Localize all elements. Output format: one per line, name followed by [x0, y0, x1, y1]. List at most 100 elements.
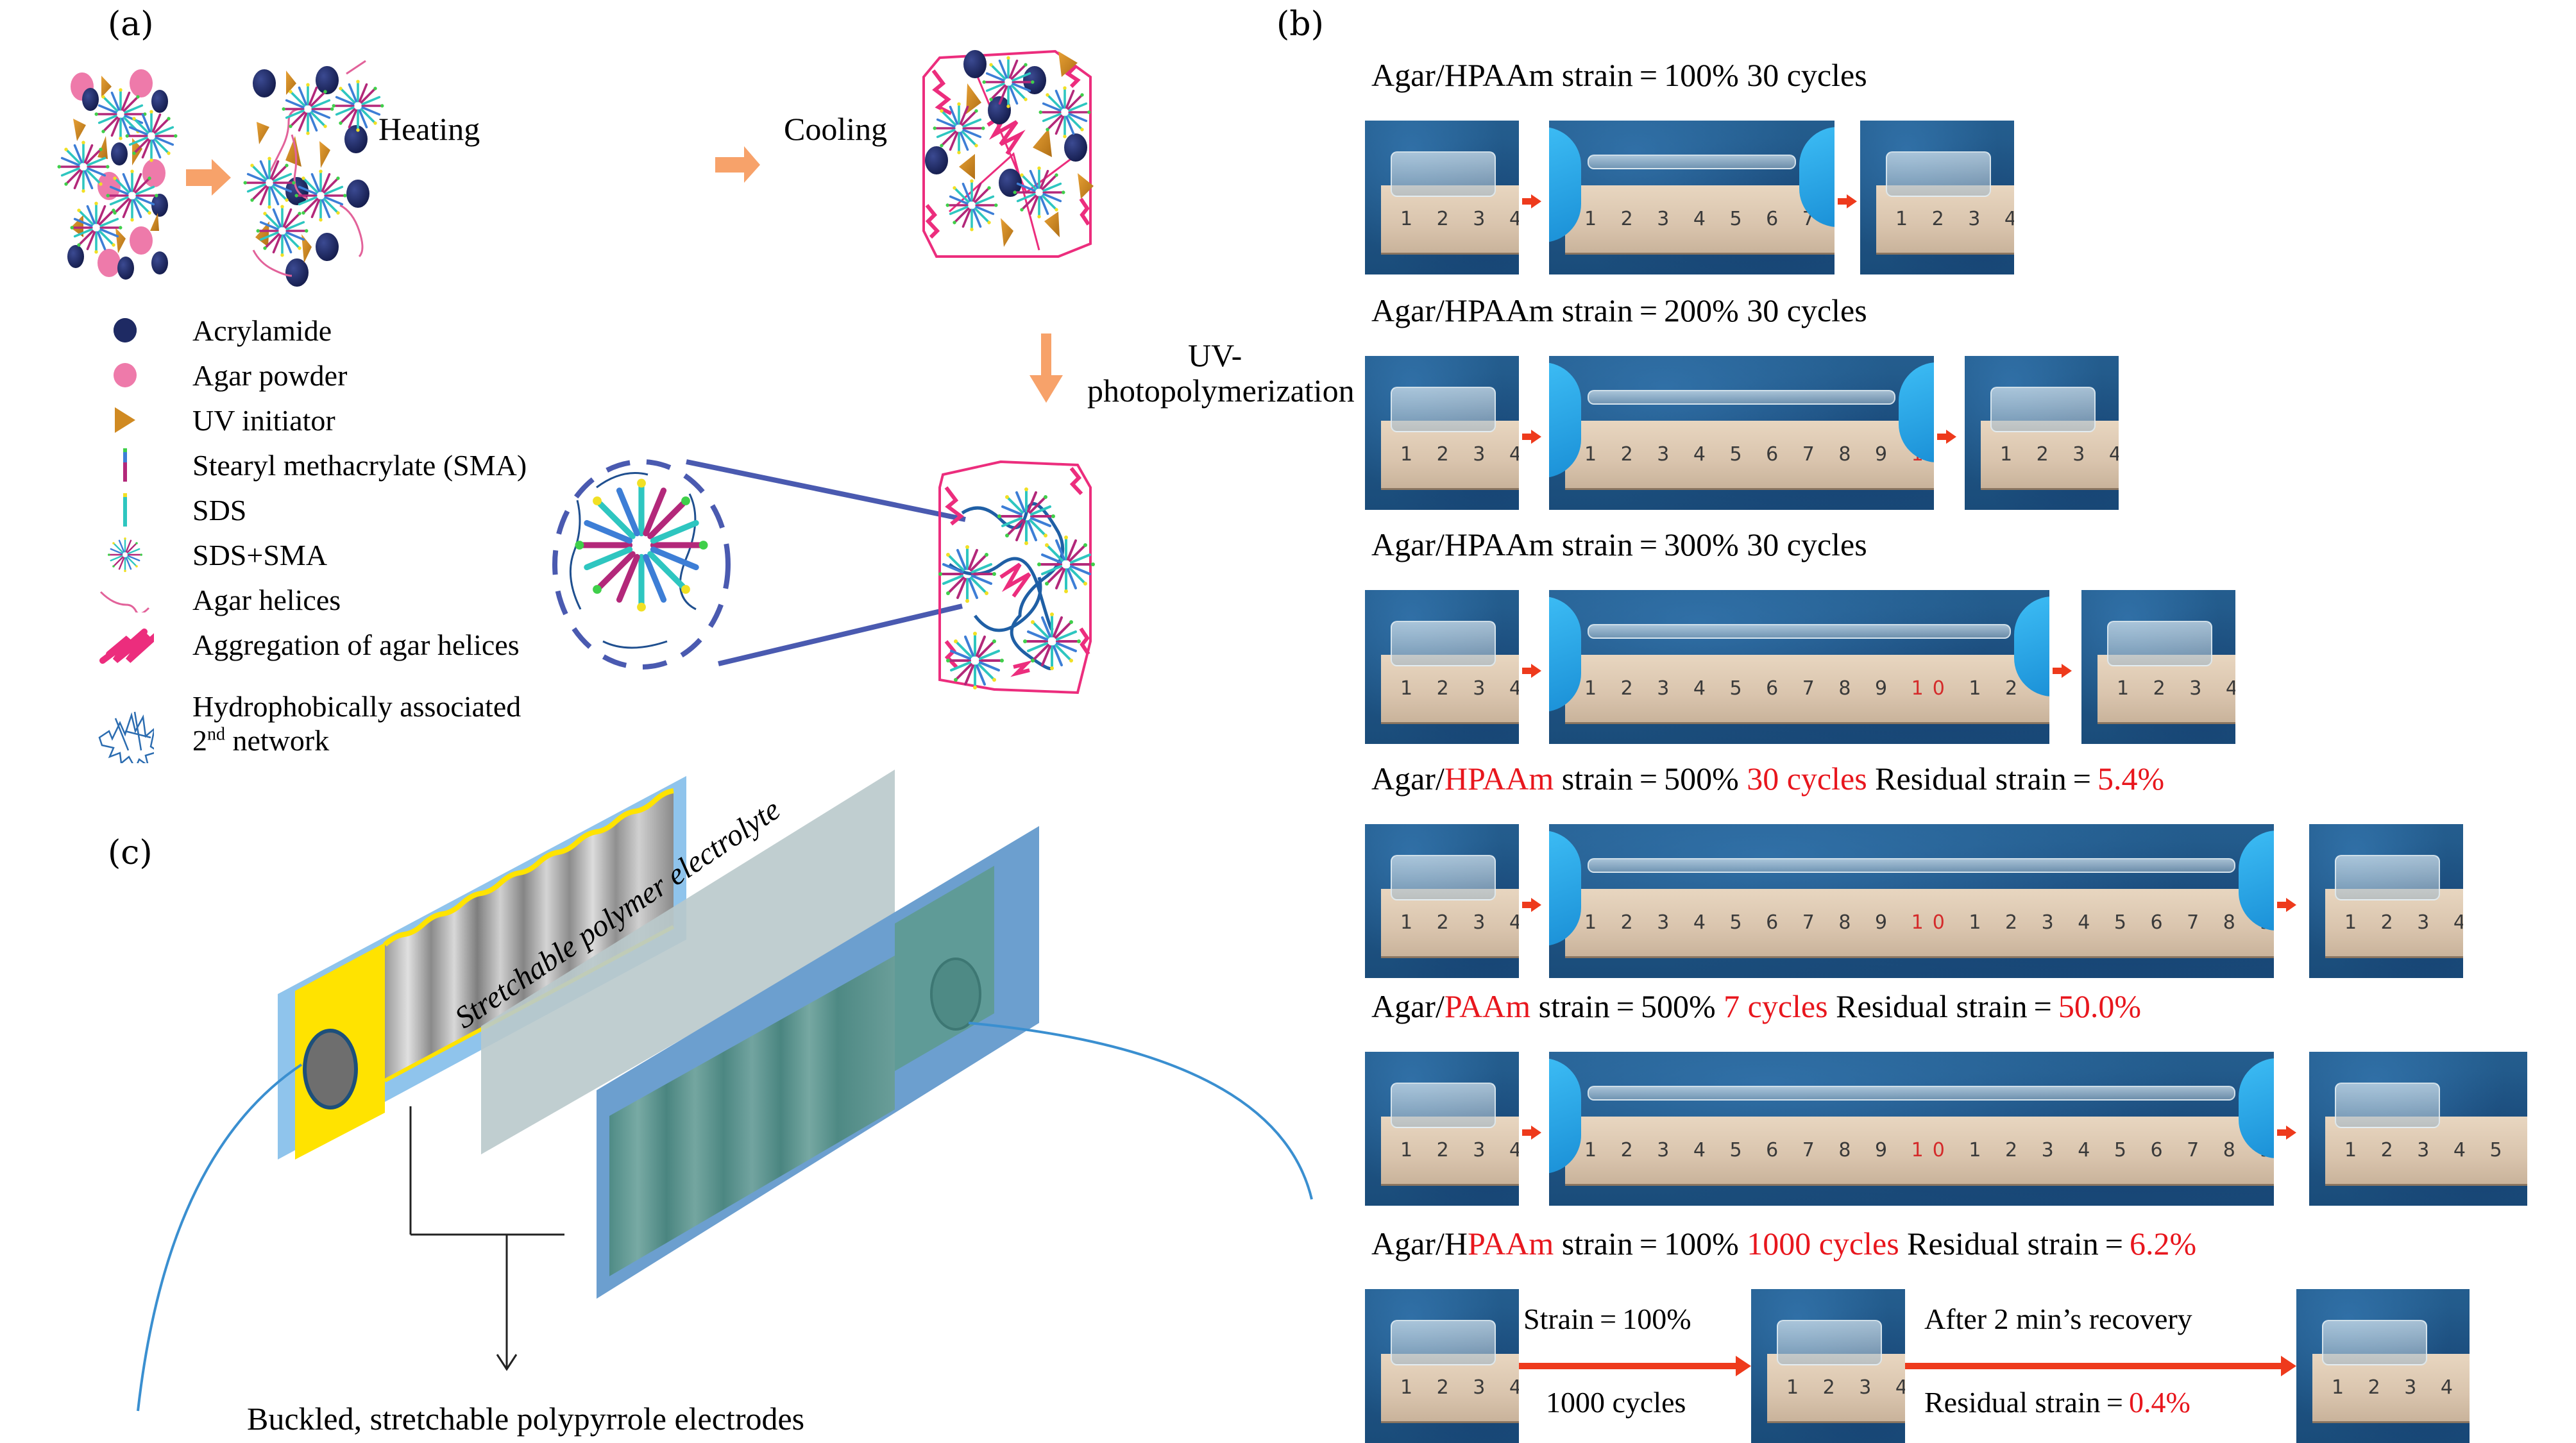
hydrogel-sample [1391, 387, 1496, 433]
electrodes-pointer-arrow [409, 1106, 564, 1371]
legend-label: SDS+SMA [192, 538, 328, 571]
legend-label-line2: 2nd network [192, 723, 521, 757]
photo-after: 1 2 3 4 [2081, 590, 2235, 744]
ruler-scale: 1 2 3 4 [1895, 208, 2014, 231]
hydrogel-sample [2335, 1083, 2440, 1129]
heated-state-diagram [242, 60, 386, 287]
legend-label-block: Hydrophobically associated 2nd network [192, 689, 521, 757]
photo-before: 1 2 3 4 [1365, 824, 1519, 978]
left-contact-pad [303, 1029, 358, 1110]
strain-test-title: Agar/HPAAm strain = 200% 30 cycles [1371, 292, 1867, 329]
red-arrow-icon [1937, 430, 1956, 444]
hydrogel-sample [1588, 1085, 2235, 1101]
highlighted-text: 7 cycles [1724, 988, 1828, 1024]
hydrogel-sample [1391, 855, 1496, 901]
legend-label-rest: network [225, 724, 330, 757]
hydrogel-sample [1588, 857, 2235, 873]
highlighted-text: 1000 cycles [1747, 1226, 1899, 1262]
residual-strain-text: Residual strain = [1924, 1386, 2130, 1419]
title-text: Residual strain = [1899, 1226, 2130, 1262]
hydrogel-sample [1391, 621, 1496, 667]
hydrogel-sample [1391, 1320, 1496, 1366]
uv-label-line1: UV- [1188, 337, 1242, 373]
residual-strain-value: 0.4% [2129, 1386, 2190, 1419]
ruler-number: 1 2 3 4 5 6 7 8 9 [1584, 1139, 1911, 1162]
title-text: Agar/HPAAm strain = 100% 30 cycles [1371, 57, 1867, 93]
title-text: Agar/ [1371, 761, 1445, 797]
ruler-scale: 1 2 3 4 [2000, 443, 2119, 466]
uv-label-line2: photopolymerization [1087, 373, 1355, 409]
ruler: 1 2 3 4 5 6 7 8 9 10 1 2 3 4 5 6 7 8 9 2… [1565, 1116, 2274, 1185]
legend-label: UV initiator [192, 403, 335, 437]
hydrogel-sample [1391, 1083, 1496, 1129]
recovery-arrow-icon [1905, 1356, 2296, 1376]
legend-label: Agar helices [192, 583, 341, 616]
cooling-label: Cooling [784, 111, 888, 147]
ruler-scale: 1 2 3 4 [2332, 1376, 2462, 1399]
ruler-scale: 1 2 3 4 5 6 7 8 9 10 1 2 3 4 5 6 7 8 9 2… [1565, 1139, 2274, 1161]
red-arrow-icon [1522, 898, 1541, 913]
photo-after: 1 2 3 4 5 6 [2309, 1052, 2527, 1206]
highlighted-text: PAAm [1444, 988, 1531, 1024]
ruler-scale: 1 2 3 4 [1400, 443, 1519, 466]
highlighted-text: 6.2% [2129, 1226, 2197, 1262]
hydrogel-sample [2107, 621, 2212, 667]
glove-left [1549, 596, 1581, 712]
legend-label: SDS [192, 493, 247, 527]
legend-item-agar-powder: Agar powder [96, 353, 347, 398]
cooling-arrow-icon [715, 146, 760, 183]
strain-test-title: Agar/HPAAm strain = 100% 1000 cycles Res… [1371, 1225, 2196, 1262]
highlighted-text: 50.0% [2058, 988, 2141, 1024]
ruler-number: 10 [1911, 1139, 1954, 1162]
ruler-scale: 1 2 3 4 5 6 7 8 [1565, 208, 1835, 230]
panel-c-device-diagram [137, 770, 1313, 1412]
title-text: Residual strain = [1867, 761, 2097, 797]
photo-before: 1 2 3 4 [1365, 356, 1519, 510]
legend-label: Aggregation of agar helices [192, 628, 520, 661]
title-text: Agar/ [1371, 988, 1445, 1024]
legend-item-agar-helices: Agar helices [96, 577, 341, 622]
ruler-scale: 1 2 3 4 [2344, 911, 2463, 934]
ruler-number: 1 2 3 4 5 6 7 8 9 20 1 2 3 4 5 [1969, 1139, 2274, 1162]
panel-a-schematic [56, 49, 1096, 695]
sds-molecule-icon [96, 487, 154, 532]
strain-test-title: Agar/HPAAm strain = 100% 30 cycles [1371, 56, 1867, 94]
title-text: Agar/H [1371, 1226, 1468, 1262]
hydrogel-sample [2322, 1320, 2427, 1366]
glove-left [1549, 127, 1581, 242]
red-arrow-icon [1522, 430, 1541, 444]
ruler-scale: 1 2 3 4 5 6 7 8 9 10 1 2 3 4 5 6 7 [1565, 677, 2049, 700]
ruler-scale: 1 2 3 4 [1400, 911, 1519, 934]
cooled-state-diagram [922, 49, 1094, 258]
strain-test-title: Agar/PAAm strain = 500% 7 cycles Residua… [1371, 988, 2141, 1025]
photo-after: 1 2 3 4 [2309, 824, 2463, 978]
highlighted-text: 30 cycles [1747, 761, 1867, 797]
sma-molecule-icon [96, 443, 154, 487]
photo-before: 1 2 3 4 [1365, 1052, 1519, 1206]
ruler-number: 1 2 3 4 5 6 7 8 9 [1953, 911, 2274, 934]
legend-item-acrylamide: Acrylamide [96, 308, 332, 353]
agar-aggregation-icon [96, 622, 154, 667]
right-wire [968, 1022, 1313, 1200]
title-text: strain = 100% [1554, 1226, 1747, 1262]
mixture-state-diagram [56, 69, 179, 280]
uv-arrow-icon [1030, 333, 1063, 403]
sds-sma-micelle-icon [96, 532, 154, 577]
title-text: strain = 500% [1530, 988, 1724, 1024]
glove-left [1549, 362, 1581, 478]
legend-label-ordinal: 2 [192, 724, 207, 757]
glove-left [1549, 1058, 1581, 1174]
ruler-number: 1 2 3 4 5 6 7 8 9 [1584, 911, 1911, 934]
cycling-count-label: 1000 cycles [1546, 1386, 1686, 1419]
hydrophobic-network-icon [96, 689, 154, 766]
photo-after: 1 2 3 4 [1860, 121, 2014, 274]
ruler-scale: 1 2 3 4 [2117, 677, 2235, 700]
title-text: Residual strain = [1827, 988, 2058, 1024]
legend-label-superscript: nd [207, 724, 225, 745]
photo-stretched: 1 2 3 4 5 6 7 8 9 10 1 2 3 4 5 6 7 8 9 2… [1549, 1052, 2274, 1206]
hydrogel-sample [1588, 623, 2011, 639]
right-electrode [597, 826, 1039, 1299]
ruler: 1 2 3 4 5 6 7 8 9 10 1 2 3 4 5 6 7 [1565, 654, 2049, 723]
photo-after-recovery: 1 2 3 4 [2296, 1289, 2470, 1443]
highlighted-text: PAAm [1467, 1226, 1554, 1262]
